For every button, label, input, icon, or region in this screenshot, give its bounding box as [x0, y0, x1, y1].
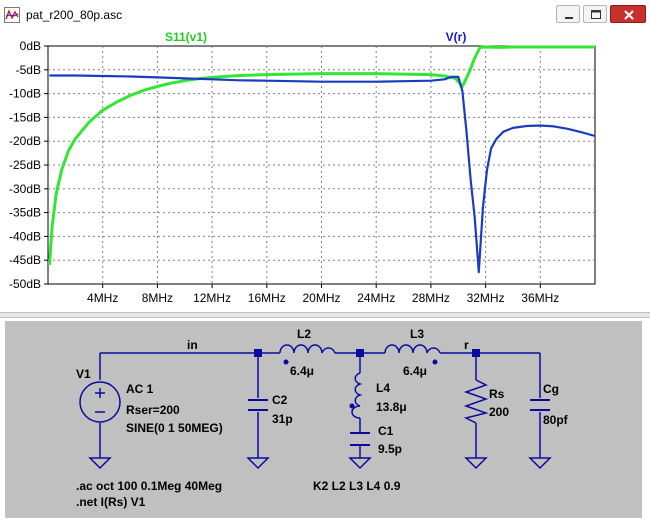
x-tick-label: 16MHz	[248, 291, 286, 305]
y-tick-label: -5dB	[16, 63, 41, 77]
l2-value: 6.4μ	[290, 364, 314, 378]
l4-ref[interactable]: L4	[376, 381, 390, 395]
legend-vr[interactable]: V(r)	[446, 30, 467, 44]
net-label-in[interactable]: in	[187, 338, 198, 352]
trace-vr[interactable]	[49, 74, 596, 274]
inductor-l4[interactable]	[349, 372, 363, 419]
y-tick-label: -15dB	[9, 110, 41, 124]
schematic-canvas[interactable]: in r V1 AC 1 Rser=200 SINE(0 1 50MEG) L2…	[0, 318, 650, 523]
title-bar: pat_r200_80p.asc	[0, 0, 650, 31]
y-tick-label: -35dB	[9, 206, 41, 220]
y-tick-label: -40dB	[9, 229, 41, 243]
l2-ref[interactable]: L2	[297, 327, 311, 341]
cg-ref[interactable]: Cg	[543, 382, 559, 396]
x-axis: 4MHz 8MHz 12MHz 16MHz 20MHz 24MHz 28MHz 32MHz 36…	[87, 284, 559, 305]
close-button[interactable]	[610, 5, 646, 23]
minimize-button[interactable]	[556, 5, 580, 23]
l3-value: 6.4μ	[403, 364, 427, 378]
y-axis: 0dB -5dB -10dB -15dB -20dB -25dB -30dB -35dB -40…	[9, 39, 48, 291]
y-tick-label: -45dB	[9, 253, 41, 267]
ground-symbols	[88, 457, 552, 470]
x-tick-label: 20MHz	[302, 291, 340, 305]
x-tick-label: 12MHz	[193, 291, 231, 305]
close-icon	[624, 10, 634, 20]
y-tick-label: -20dB	[9, 134, 41, 148]
s11-plot[interactable]: 0dB -5dB -10dB -15dB -20dB -25dB -30dB -35dB -40…	[0, 30, 650, 312]
net-label-r[interactable]: r	[464, 338, 469, 352]
directive-net[interactable]: .net I(Rs) V1	[76, 495, 146, 509]
plot-grid	[48, 46, 595, 284]
x-tick-label: 36MHz	[521, 291, 559, 305]
c1-value: 9.5p	[378, 442, 402, 456]
rs-value: 200	[489, 405, 509, 419]
l4-value: 13.8μ	[376, 400, 407, 414]
y-tick-label: -50dB	[9, 277, 41, 291]
inductor-l3[interactable]	[384, 344, 441, 365]
inductor-l2[interactable]	[279, 344, 336, 365]
capacitor-cg[interactable]	[530, 399, 550, 411]
directive-ac[interactable]: .ac oct 100 0.1Meg 40Meg	[76, 479, 222, 493]
capacitor-c1[interactable]	[350, 432, 370, 446]
c1-ref[interactable]: C1	[378, 424, 394, 438]
x-tick-label: 24MHz	[357, 291, 395, 305]
y-tick-label: -25dB	[9, 158, 41, 172]
waveform-viewer[interactable]: 0dB -5dB -10dB -15dB -20dB -25dB -30dB -35dB -40…	[0, 30, 650, 312]
v1-line-1: AC 1	[126, 382, 154, 396]
v1-line-3: SINE(0 1 50MEG)	[126, 421, 223, 435]
schematic-editor[interactable]: in r V1 AC 1 Rser=200 SINE(0 1 50MEG) L2…	[0, 318, 650, 523]
rs-ref[interactable]: Rs	[489, 387, 505, 401]
v1-ref[interactable]: V1	[76, 367, 91, 381]
maximize-icon	[591, 10, 601, 19]
junctions	[254, 349, 480, 357]
legend-s11[interactable]: S11(v1)	[165, 30, 207, 44]
x-tick-label: 4MHz	[87, 291, 118, 305]
schematic-background	[5, 321, 642, 518]
c2-ref[interactable]: C2	[272, 393, 288, 407]
directive-coupling[interactable]: K2 L2 L3 L4 0.9	[313, 479, 401, 493]
y-tick-label: -30dB	[9, 182, 41, 196]
v1-line-2: Rser=200	[126, 403, 180, 417]
voltage-source-v1[interactable]	[79, 381, 121, 423]
y-tick-label: 0dB	[20, 39, 41, 53]
maximize-button[interactable]	[583, 5, 607, 23]
trace-s11[interactable]	[47, 45, 595, 266]
waveform-icon	[4, 7, 20, 23]
x-tick-label: 32MHz	[467, 291, 505, 305]
resistor-rs[interactable]	[463, 379, 489, 424]
cg-value: 80pf	[543, 413, 569, 427]
pane-splitter[interactable]	[0, 312, 650, 318]
capacitor-c2[interactable]	[248, 399, 268, 411]
x-tick-label: 8MHz	[142, 291, 173, 305]
l3-ref[interactable]: L3	[410, 327, 424, 341]
window-title: pat_r200_80p.asc	[26, 8, 123, 22]
minimize-icon	[565, 17, 573, 19]
c2-value: 31p	[272, 412, 293, 426]
plot-traces	[47, 45, 596, 274]
y-tick-label: -10dB	[9, 87, 41, 101]
x-tick-label: 28MHz	[412, 291, 450, 305]
